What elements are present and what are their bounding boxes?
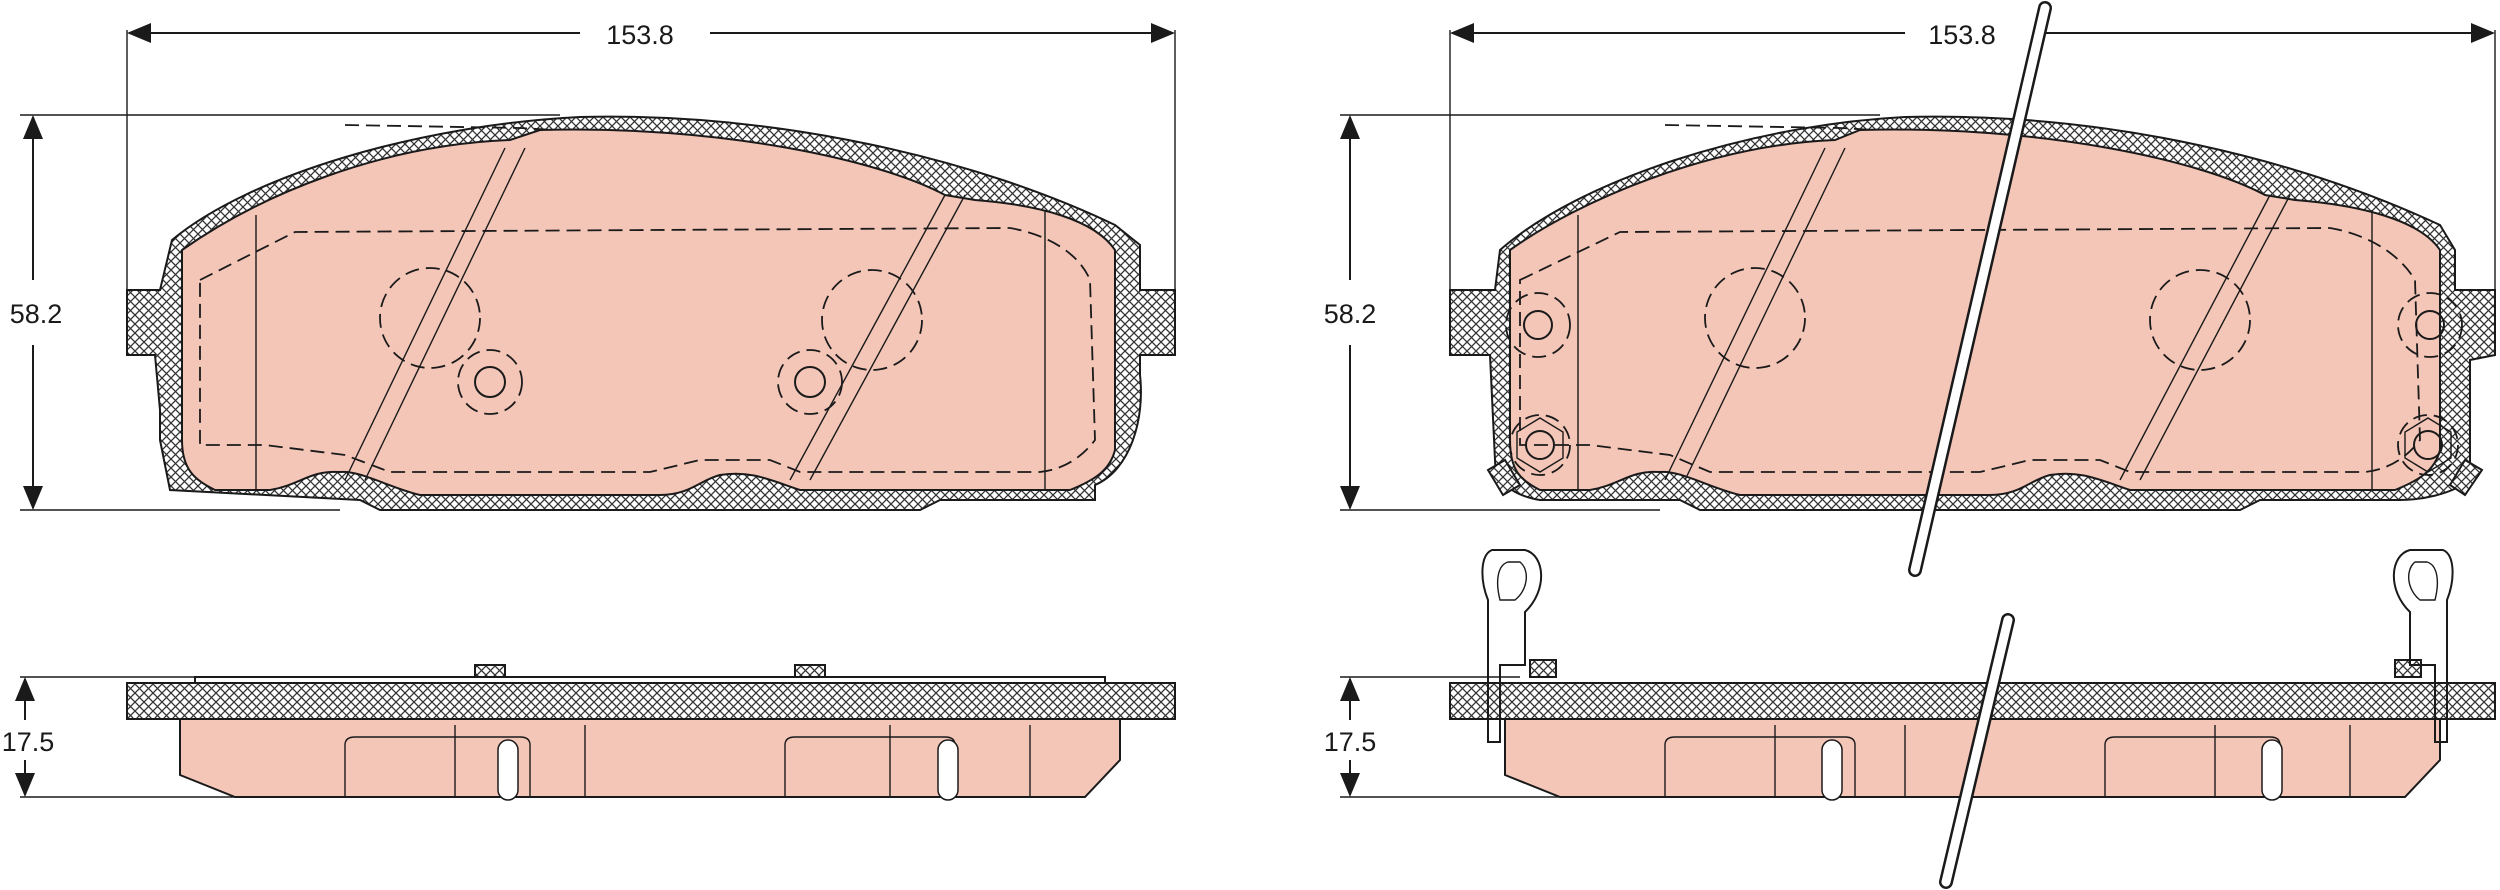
left-side-friction-material (179, 718, 1121, 798)
left-width-dimension: 153.8 (606, 20, 674, 50)
right-height-dimension: 58.2 (1324, 299, 1377, 329)
left-clip (1481, 549, 1543, 743)
left-side-backing-plate (126, 682, 1176, 720)
left-pad-front-view: 153.8 58.2 (2, 12, 1176, 511)
right-pad-front-view: 153.8 58.2 (1318, 12, 2496, 511)
right-clip (2392, 549, 2454, 743)
left-thickness-dimension: 17.5 (2, 727, 55, 757)
wear-sensor (1908, 1, 2052, 889)
left-height-dimension: 58.2 (10, 299, 63, 329)
right-width-dimension: 153.8 (1928, 20, 1996, 50)
right-pad-side-view: 17.5 (1318, 549, 2496, 801)
left-pad-side-view: 17.5 (2, 664, 1176, 801)
right-side-backing-plate (1449, 682, 2496, 720)
right-thickness-dimension: 17.5 (1324, 727, 1377, 757)
